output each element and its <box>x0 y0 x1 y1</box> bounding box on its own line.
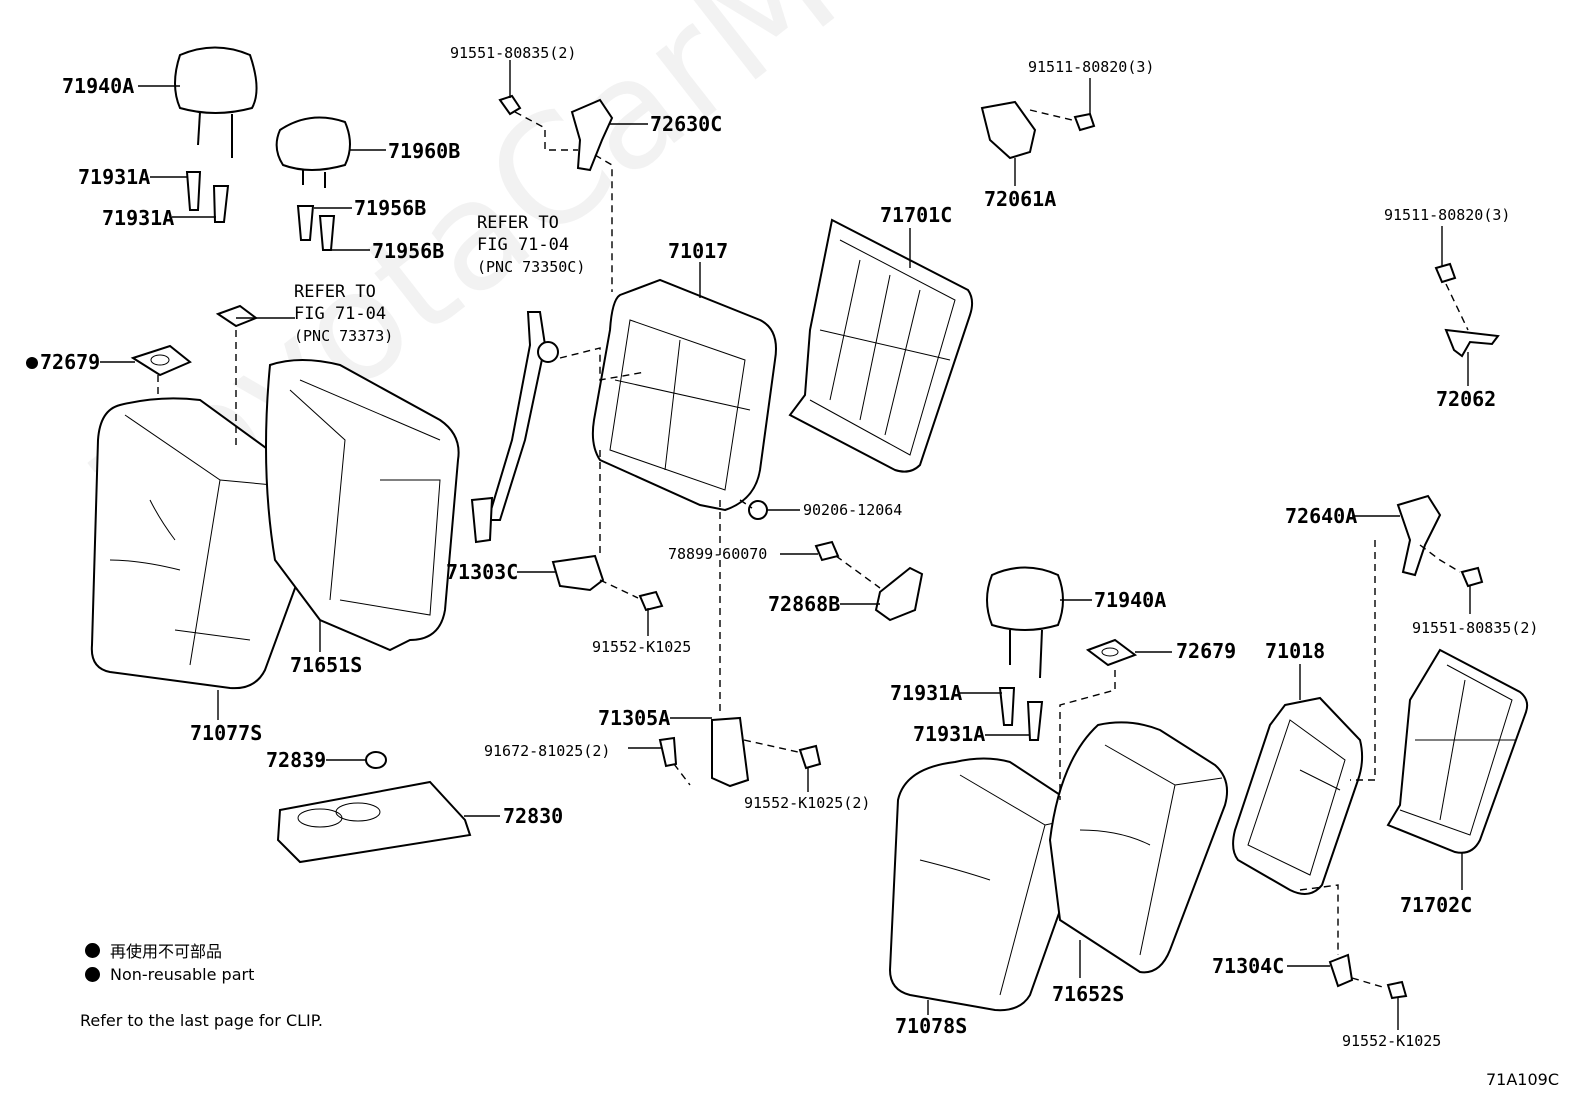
dashed-lines <box>157 109 1469 989</box>
legend-row-en: Non-reusable part <box>85 962 254 986</box>
label-71304c: 71304C <box>1212 954 1284 978</box>
bolt-91672 <box>658 736 678 768</box>
label-71931a-2: 71931A <box>102 206 174 230</box>
label-91672: 91672-81025(2) <box>484 742 610 760</box>
ref1-line1: REFER TO <box>294 282 376 302</box>
ref2-line1: REFER TO <box>477 213 559 233</box>
label-91511-right: 91511-80820(3) <box>1384 206 1510 224</box>
label-72061a: 72061A <box>984 187 1056 211</box>
label-71651s: 71651S <box>290 653 362 677</box>
bolt-91552-mid <box>798 744 822 770</box>
guide-71931a-right-2 <box>1026 701 1044 741</box>
non-reusable-marker <box>26 357 38 369</box>
label-71931a-4: 71931A <box>913 722 985 746</box>
guide-71956b-1 <box>296 205 315 241</box>
headrest-71960b <box>275 116 351 188</box>
cover-72679-right <box>1085 638 1138 667</box>
seatback-frame-71017 <box>591 278 777 512</box>
cover-72868b <box>874 566 924 622</box>
seatback-pad-71652s <box>1048 721 1228 974</box>
ref2-line2: FIG 71-04 <box>477 235 569 255</box>
guide-71931a-left-2 <box>212 185 230 223</box>
seatback-cover-71078s <box>888 757 1088 1012</box>
ref1-line3: (PNC 73373) <box>294 327 393 345</box>
cover-71304c <box>1328 953 1354 988</box>
label-72868b: 72868B <box>768 592 840 616</box>
label-71018: 71018 <box>1265 639 1325 663</box>
label-72830: 72830 <box>503 804 563 828</box>
hinge-72061a <box>980 100 1037 160</box>
label-78899: 78899-60070 <box>668 545 767 563</box>
bolt-78899 <box>814 540 840 562</box>
label-91552-right: 91552-K1025 <box>1342 1032 1441 1050</box>
back-board-71701c <box>788 218 974 473</box>
bolt-91511-right <box>1434 262 1457 284</box>
seatback-frame-71018 <box>1232 696 1364 895</box>
label-91511-top: 91511-80820(3) <box>1028 58 1154 76</box>
label-72062: 72062 <box>1436 387 1496 411</box>
ref2-line3: (PNC 73350C) <box>477 258 585 276</box>
label-90206: 90206-12064 <box>803 501 902 519</box>
back-board-71702c <box>1386 648 1529 854</box>
label-72679-left: 72679 <box>40 350 100 374</box>
label-71077s: 71077S <box>190 721 262 745</box>
headrest-71940a-left <box>174 46 258 158</box>
bolt-91552-right <box>1386 980 1408 1000</box>
ref1-line2: FIG 71-04 <box>294 304 386 324</box>
nut-90206 <box>748 500 768 520</box>
label-91552-mid: 91552-K1025(2) <box>744 794 870 812</box>
label-71305a: 71305A <box>598 706 670 730</box>
legend-en: Non-reusable part <box>110 964 255 984</box>
label-71652s: 71652S <box>1052 982 1124 1006</box>
label-71940a-right: 71940A <box>1094 588 1166 612</box>
label-71956b-1: 71956B <box>354 196 426 220</box>
label-71701c: 71701C <box>880 203 952 227</box>
label-71078s: 71078S <box>895 1014 967 1038</box>
seatback-pad-71651s <box>265 359 460 652</box>
cover-72679-left <box>130 344 192 377</box>
bolt-91551-right <box>1460 566 1484 588</box>
guide-71931a-right-1 <box>998 687 1016 726</box>
bolt-91552-left <box>638 590 664 612</box>
legend-row-jp: 再使用不可部品 <box>85 938 254 962</box>
label-71960b: 71960B <box>388 139 460 163</box>
label-71017: 71017 <box>668 239 728 263</box>
bolt-91511-top <box>1073 112 1096 132</box>
label-71940a-left: 71940A <box>62 74 134 98</box>
cap-72839 <box>365 751 387 769</box>
label-72839: 72839 <box>266 748 326 772</box>
bullet-icon <box>85 966 100 982</box>
bracket-72640a <box>1396 494 1442 577</box>
legend: 再使用不可部品 Non-reusable part <box>85 938 254 986</box>
seat-belt <box>470 311 559 544</box>
guide-71956b-2 <box>318 215 336 251</box>
clip-73373 <box>215 304 259 328</box>
label-91552-left: 91552-K1025 <box>592 638 691 656</box>
label-72679-right: 72679 <box>1176 639 1236 663</box>
guide-71931a-left-1 <box>185 171 202 211</box>
label-71956b-2: 71956B <box>372 239 444 263</box>
label-71931a-1: 71931A <box>78 165 150 189</box>
headrest-71940a-right <box>986 566 1064 679</box>
cover-71303c <box>551 554 605 592</box>
leader-lines <box>100 60 1471 1030</box>
bullet-icon <box>85 942 100 958</box>
label-72630c: 72630C <box>650 112 722 136</box>
bolt-91551-left <box>498 94 522 116</box>
bracket-72062 <box>1444 328 1500 358</box>
label-71702c: 71702C <box>1400 893 1472 917</box>
clip-note: Refer to the last page for CLIP. <box>80 1011 323 1030</box>
bracket-72630c <box>570 98 614 172</box>
label-91551-right: 91551-80835(2) <box>1412 619 1538 637</box>
legend-jp: 再使用不可部品 <box>110 942 223 961</box>
label-71931a-3: 71931A <box>890 681 962 705</box>
label-91551-left: 91551-80835(2) <box>450 44 576 62</box>
label-71303c: 71303C <box>446 560 518 584</box>
bracket-71305a <box>711 716 750 788</box>
figure-code: 71A109C <box>1486 1070 1560 1089</box>
part-labels: 71940A 71960B 71931A 71931A 71956B 71956… <box>26 44 1538 1050</box>
armrest-72830 <box>276 780 472 864</box>
label-72640a: 72640A <box>1285 504 1357 528</box>
